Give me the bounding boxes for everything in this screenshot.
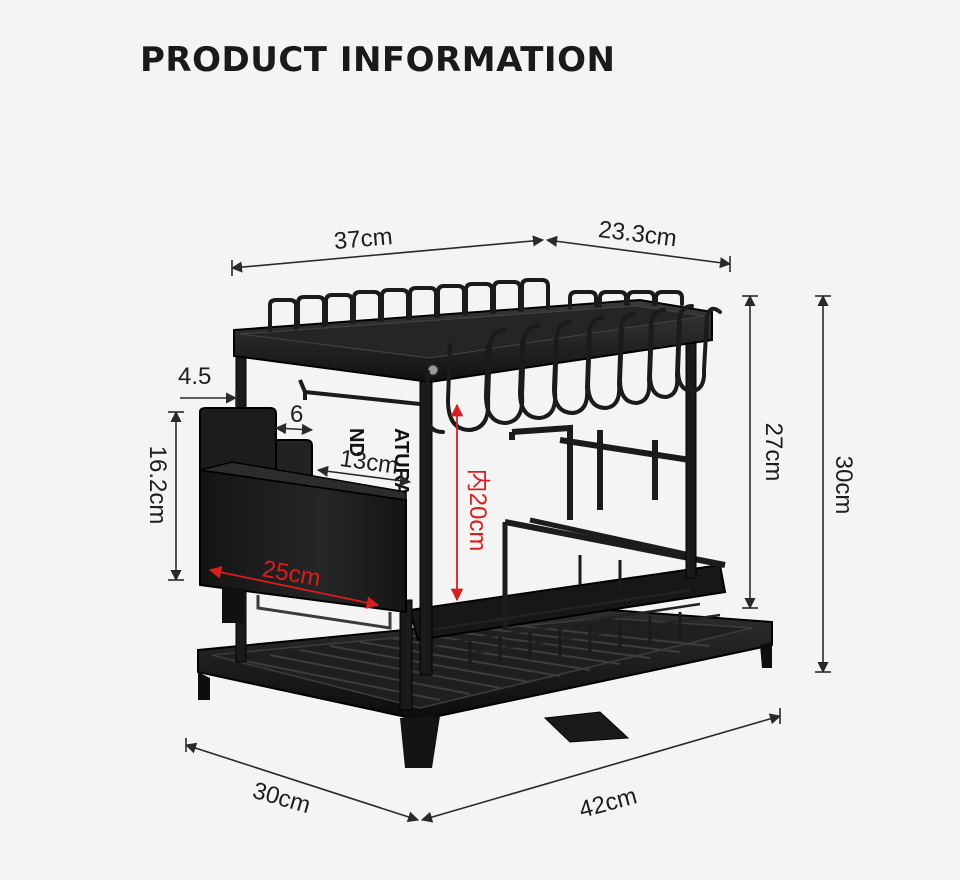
dim-edge-gap: 4.5 [178, 363, 211, 390]
drip-tray [197, 608, 773, 768]
page-title: PRODUCT INFORMATION [140, 40, 616, 80]
dim-base-width: 42cm [576, 782, 640, 823]
dim-total-height: 30cm [830, 456, 857, 515]
dim-inner-height: 内20cm [464, 469, 491, 552]
board-holder [509, 424, 691, 520]
dim-top-depth: 23.3cm [597, 216, 678, 252]
dim-holder-height: 16.2cm [144, 446, 171, 525]
red-dimension-lines [208, 403, 464, 609]
plate-prongs [268, 278, 684, 332]
dimension-lines [168, 235, 831, 823]
dim-top-width: 37cm [333, 223, 394, 255]
upper-shelf [233, 298, 713, 384]
utensil-holder [199, 407, 407, 630]
shelf-bracket [298, 379, 421, 406]
dim-holder-gap: 6 [290, 401, 303, 428]
rack-print-bottom: ND [345, 428, 367, 457]
dim-upper-height: 27cm [760, 423, 787, 482]
